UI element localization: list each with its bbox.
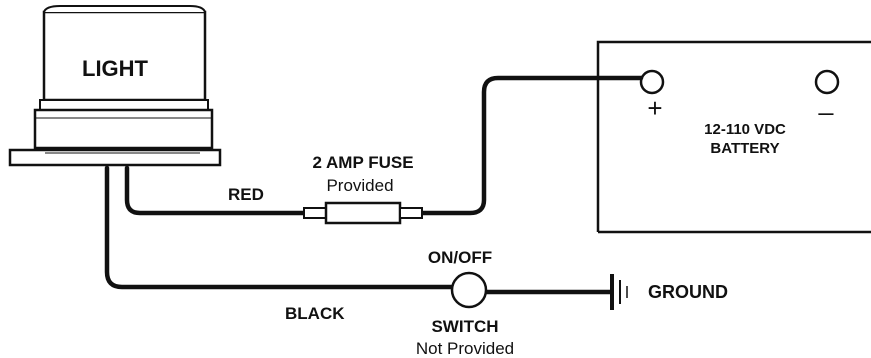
positive-symbol: + [647,93,662,123]
fuse-label: 2 AMP FUSE [312,153,413,172]
black-wire [104,165,613,295]
positive-terminal [639,69,665,95]
red-wire [124,75,644,216]
red-wire-label: RED [228,185,264,204]
switch-name: SWITCH [431,317,498,336]
battery-voltage-label: 12-110 VDC [704,121,786,138]
negative-symbol: _ [818,86,834,116]
battery-label: BATTERY [710,140,779,157]
switch-note: Not Provided [416,339,514,358]
negative-terminal [814,69,840,95]
light-label: LIGHT [82,56,149,81]
black-wire-label: BLACK [285,304,345,323]
ground-label: GROUND [648,282,728,302]
ground-icon [610,274,628,310]
fuse [303,201,423,225]
switch-label: ON/OFF [428,248,492,267]
light-unit: LIGHT [8,5,222,167]
switch-icon [450,271,488,309]
battery: + _ 12-110 VDC BATTERY [596,40,871,234]
fuse-note: Provided [326,176,393,195]
